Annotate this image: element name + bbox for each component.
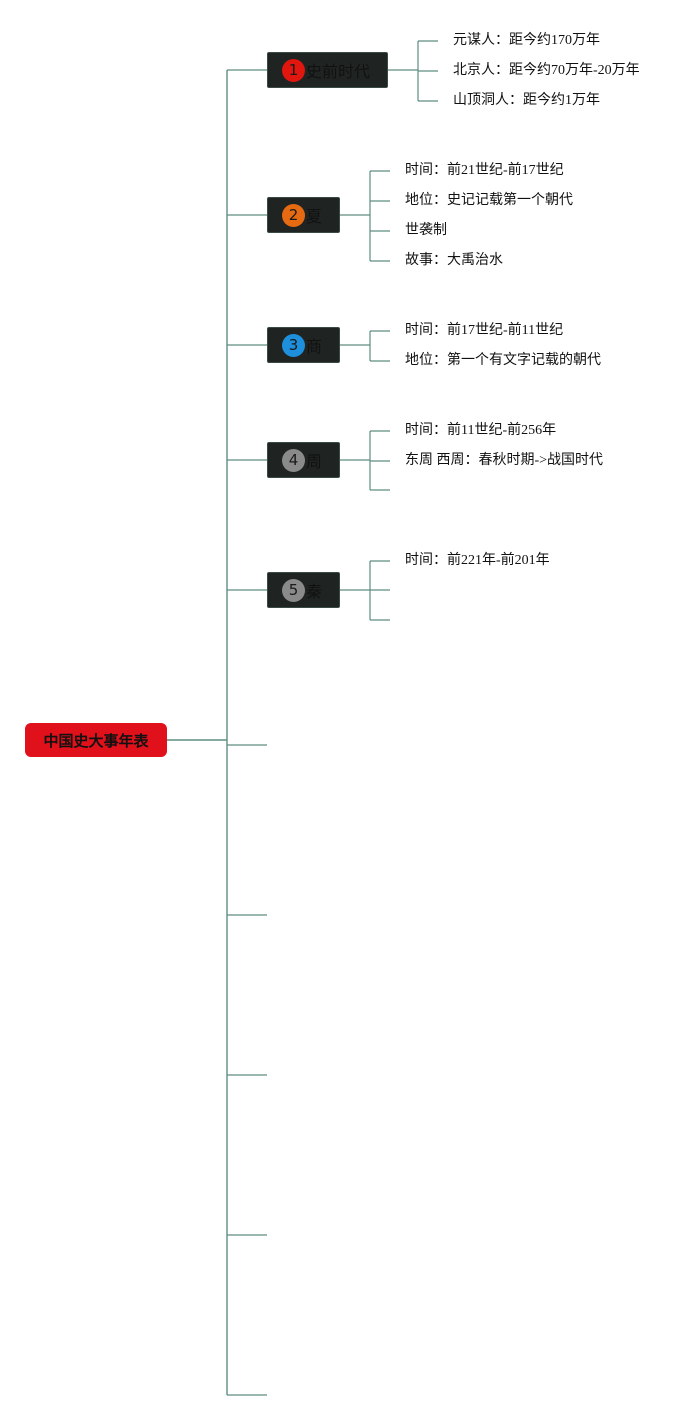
number-badge-icon: 1 [282, 58, 305, 82]
subtopic-1-3[interactable]: 山顶洞人：距今约1万年 [453, 93, 600, 108]
number-badge-icon: 2 [282, 203, 305, 227]
subtopic-1-1[interactable]: 元谋人：距今约170万年 [453, 33, 600, 48]
topic-label: 史前时代 [306, 62, 371, 81]
topic-label: 夏 [306, 207, 323, 226]
topic-label: 秦 [306, 582, 323, 601]
subtopic-2-2[interactable]: 地位：史记记载第一个朝代 [405, 193, 573, 208]
subtopic-5-1[interactable]: 时间：前221年-前201年 [405, 553, 550, 568]
subtopic-3-2[interactable]: 地位：第一个有文字记载的朝代 [405, 353, 601, 368]
subtopic-2-3[interactable]: 世袭制 [405, 223, 447, 238]
topic-label: 周 [306, 452, 323, 471]
subtopic-2-4[interactable]: 故事：大禹治水 [405, 253, 503, 268]
number-badge-icon: 3 [282, 333, 305, 357]
subtopic-4-2[interactable]: 东周 西周：春秋时期->战国时代 [405, 453, 604, 468]
subtopic-4-1[interactable]: 时间：前11世纪-前256年 [405, 423, 557, 438]
topic-label: 商 [306, 337, 323, 356]
subtopic-3-1[interactable]: 时间：前17世纪-前11世纪 [405, 323, 564, 338]
number-badge-icon: 5 [282, 578, 305, 602]
number-badge-icon: 4 [282, 448, 305, 472]
subtopic-1-2[interactable]: 北京人：距今约70万年-20万年 [453, 63, 640, 78]
root-node[interactable]: 中国史大事年表 [25, 723, 167, 757]
root-label: 中国史大事年表 [43, 731, 149, 750]
subtopic-2-1[interactable]: 时间：前21世纪-前17世纪 [405, 163, 564, 178]
